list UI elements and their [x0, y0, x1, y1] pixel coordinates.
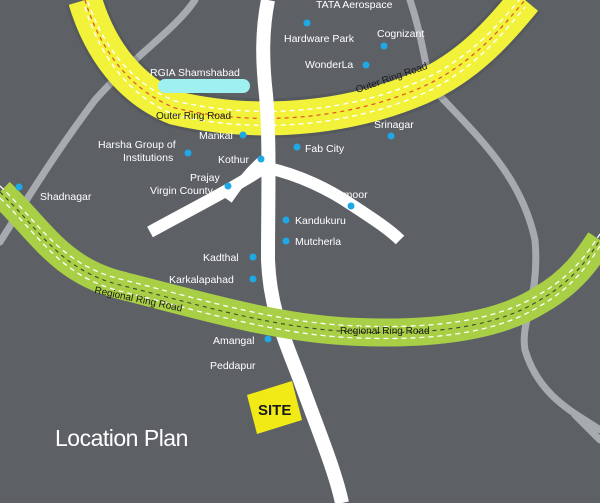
place-dot-amangal — [264, 335, 272, 343]
place-dot-prajay — [224, 182, 232, 190]
place-label-kothur: Kothur — [218, 154, 249, 166]
place-dot-cognizant — [380, 42, 388, 50]
place-label-hardware-park: Hardware Park — [284, 33, 355, 45]
place-dot-tata-aerospace — [303, 19, 311, 27]
outer-ring-road-label: Outer Ring Road — [156, 111, 231, 122]
place-dot-kothur — [257, 155, 265, 163]
place-label-srinagar: Srinagar — [374, 119, 414, 131]
airport-label: RGIA Shamshabad — [150, 67, 240, 79]
regional-ring-road-label-2: Regional Ring Road — [340, 326, 430, 337]
place-label-harsha-line1: Harsha Group of — [98, 139, 176, 151]
place-label-prajay-line2: Virgin County — [150, 185, 214, 197]
site-label: SITE — [258, 402, 291, 419]
site-marker: SITE — [247, 381, 302, 434]
place-label-tata-aerospace: TATA Aerospace — [316, 0, 393, 11]
map-title: Location Plan — [55, 425, 188, 451]
place-label-fab-city: Fab City — [305, 143, 345, 155]
place-dot-shadnagar — [15, 183, 23, 191]
main-road-highway — [256, 0, 349, 503]
place-label-kadthal: Kadthal — [203, 252, 239, 264]
place-label-karkalapahad: Karkalapahad — [169, 274, 234, 286]
place-label-prajay-line1: Prajay — [190, 172, 221, 184]
place-label-wonderla: WonderLa — [305, 59, 353, 71]
place-label-mutcherla: Mutcherla — [295, 236, 341, 248]
place-labels: TATA Aerospace Hardware Park Cognizant W… — [40, 0, 424, 372]
minor-road-northwest — [0, 0, 199, 246]
place-label-kandukuru: Kandukuru — [295, 215, 346, 227]
place-label-mankal: Mankal — [199, 130, 233, 142]
place-dot-srinagar — [387, 132, 395, 140]
place-label-shadnagar: Shadnagar — [40, 191, 92, 203]
place-dot-fab-city — [293, 143, 301, 151]
place-dot-wonderla — [362, 61, 370, 69]
place-dot-mutcherla — [282, 237, 290, 245]
main-road-spur — [224, 156, 266, 203]
place-label-amangal: Amangal — [213, 335, 254, 347]
place-dot-kadthal — [249, 253, 257, 261]
place-dot-mankal — [239, 131, 247, 139]
place-dots — [15, 19, 395, 343]
place-label-cognizant: Cognizant — [377, 28, 424, 40]
place-dot-karkalapahad — [249, 275, 257, 283]
regional-ring-road — [0, 181, 600, 347]
minor-road-southeast — [571, 411, 600, 444]
place-dot-kandukuru — [282, 216, 290, 224]
place-label-peddapur: Peddapur — [210, 360, 256, 372]
place-dot-lemoor — [347, 202, 355, 210]
place-label-harsha-line2: Institutions — [123, 152, 173, 164]
outer-ring-road — [65, 0, 541, 139]
airport-marker — [158, 79, 250, 93]
place-label-lemoor: Lemoor — [332, 189, 368, 201]
place-dot-harsha — [184, 149, 192, 157]
